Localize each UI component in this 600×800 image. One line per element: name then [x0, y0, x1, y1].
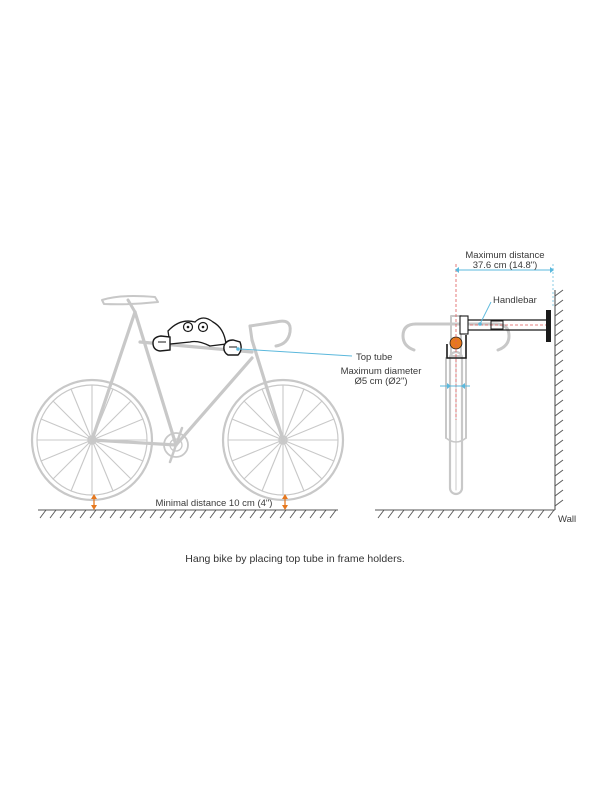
wall-mount-arm — [459, 310, 551, 342]
saddle — [101, 295, 159, 306]
side-handlebar — [274, 319, 292, 348]
side-view-bike — [30, 295, 345, 502]
floor-right — [375, 509, 555, 519]
frame-holder-side — [152, 317, 242, 356]
handlebar-label: Handlebar — [493, 295, 537, 306]
floor-left — [38, 509, 338, 519]
min-distance-arrows — [91, 494, 288, 510]
wall — [554, 289, 564, 510]
max-diameter-title: Maximum diameter — [341, 366, 422, 377]
instruction-caption: Hang bike by placing top tube in frame h… — [185, 553, 404, 565]
top-tube-label: Top tube — [356, 352, 392, 363]
bike-frame — [90, 310, 285, 447]
top-tube-pointer — [239, 348, 353, 357]
max-distance-title: Maximum distance — [465, 250, 544, 261]
frame-holder-front — [446, 335, 467, 359]
handlebar-pointer — [479, 301, 492, 325]
wall-label: Wall — [558, 514, 576, 525]
max-distance-value: 37.6 cm (14.8") — [473, 260, 538, 271]
max-distance-dimension — [455, 264, 554, 308]
max-diameter-value: Ø5 cm (Ø2") — [355, 376, 408, 387]
min-distance-label: Minimal distance 10 cm (4") — [156, 498, 273, 509]
max-diameter-indicator — [440, 383, 470, 389]
